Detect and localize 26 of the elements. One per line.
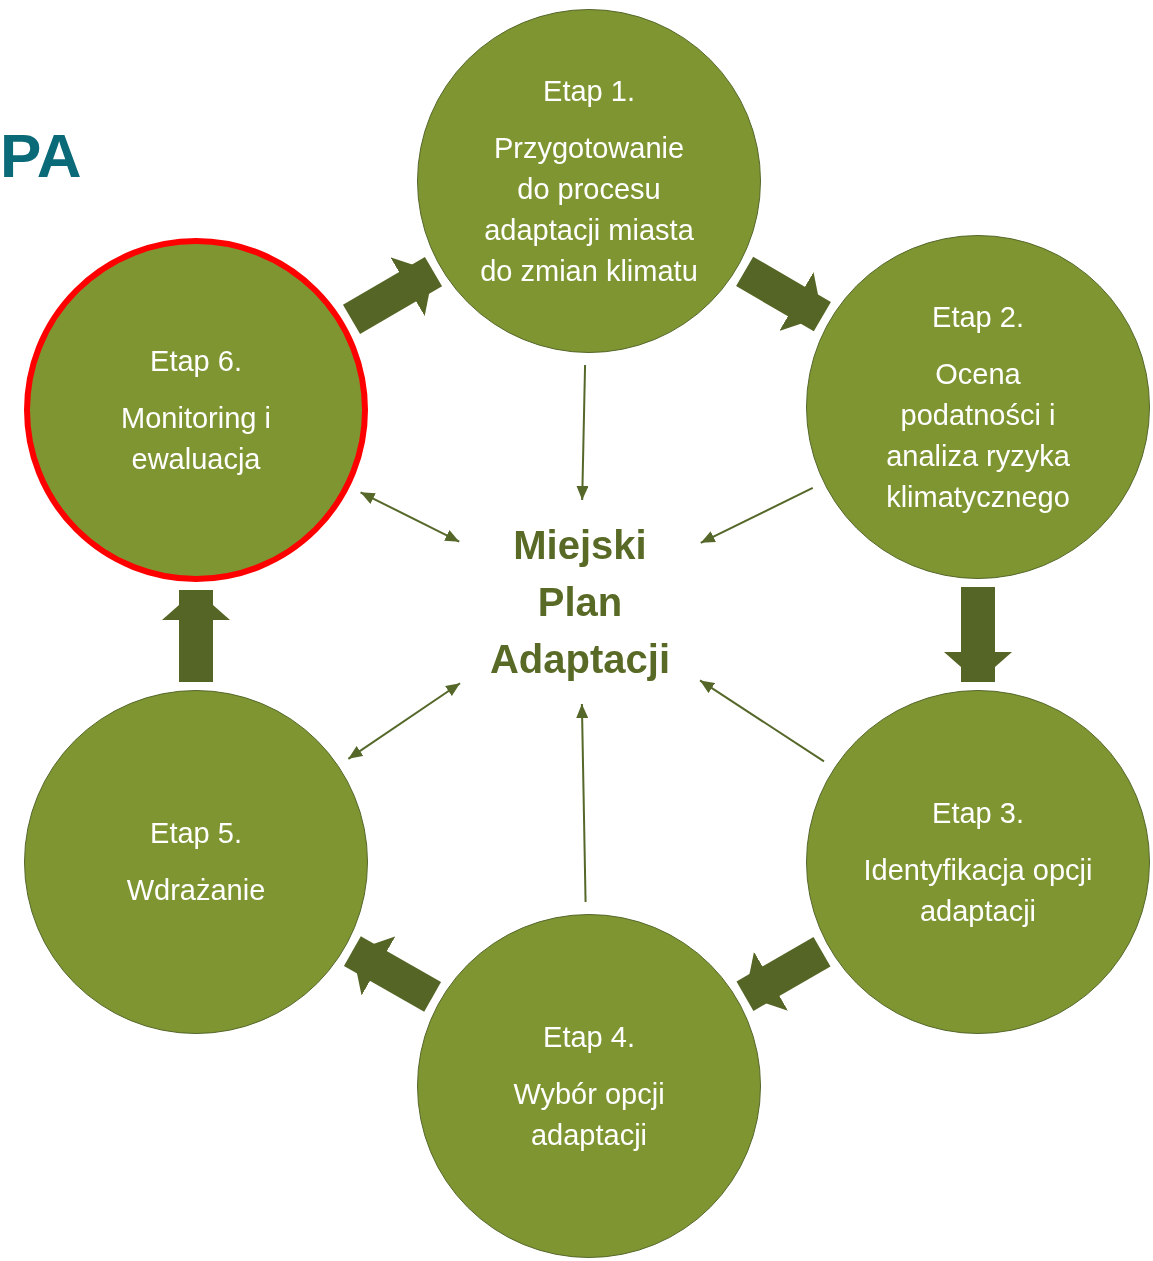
stage-title: Ocena podatności i analiza ryzyka klimatycznego [885, 356, 1071, 515]
stage-title: Wybór opcji adaptacji [512, 1076, 666, 1153]
block-arrow [736, 256, 831, 332]
block-arrow [944, 587, 1012, 682]
stage-number: Etap 2. [932, 299, 1024, 335]
stage-number: Etap 3. [932, 795, 1024, 831]
stage-number: Etap 4. [543, 1019, 635, 1055]
block-arrow [342, 256, 443, 335]
stage-number: Etap 5. [150, 816, 242, 851]
stage-number: Etap 6. [150, 343, 242, 379]
arrow [576, 703, 589, 904]
center-title: Miejski Plan Adaptacji [488, 521, 671, 683]
stage-title: Wdrażanie [125, 873, 267, 908]
arrow [359, 491, 461, 543]
stage-title: Monitoring i ewaluacja [120, 400, 272, 477]
stage-number: Etap 1. [543, 73, 635, 109]
arrow [576, 363, 589, 501]
block-arrow [162, 590, 230, 682]
arrow [347, 682, 462, 760]
arrow [699, 486, 814, 544]
arrow [699, 679, 825, 763]
stage-title: Przygotowanie do procesu adaptacji miasta do zmian klimatu [479, 130, 699, 289]
stage-title: Identyfikacja opcji adaptacji [863, 852, 1093, 929]
block-arrow [736, 937, 831, 1011]
heading-fragment: PA [0, 120, 82, 191]
block-arrow [343, 936, 442, 1012]
